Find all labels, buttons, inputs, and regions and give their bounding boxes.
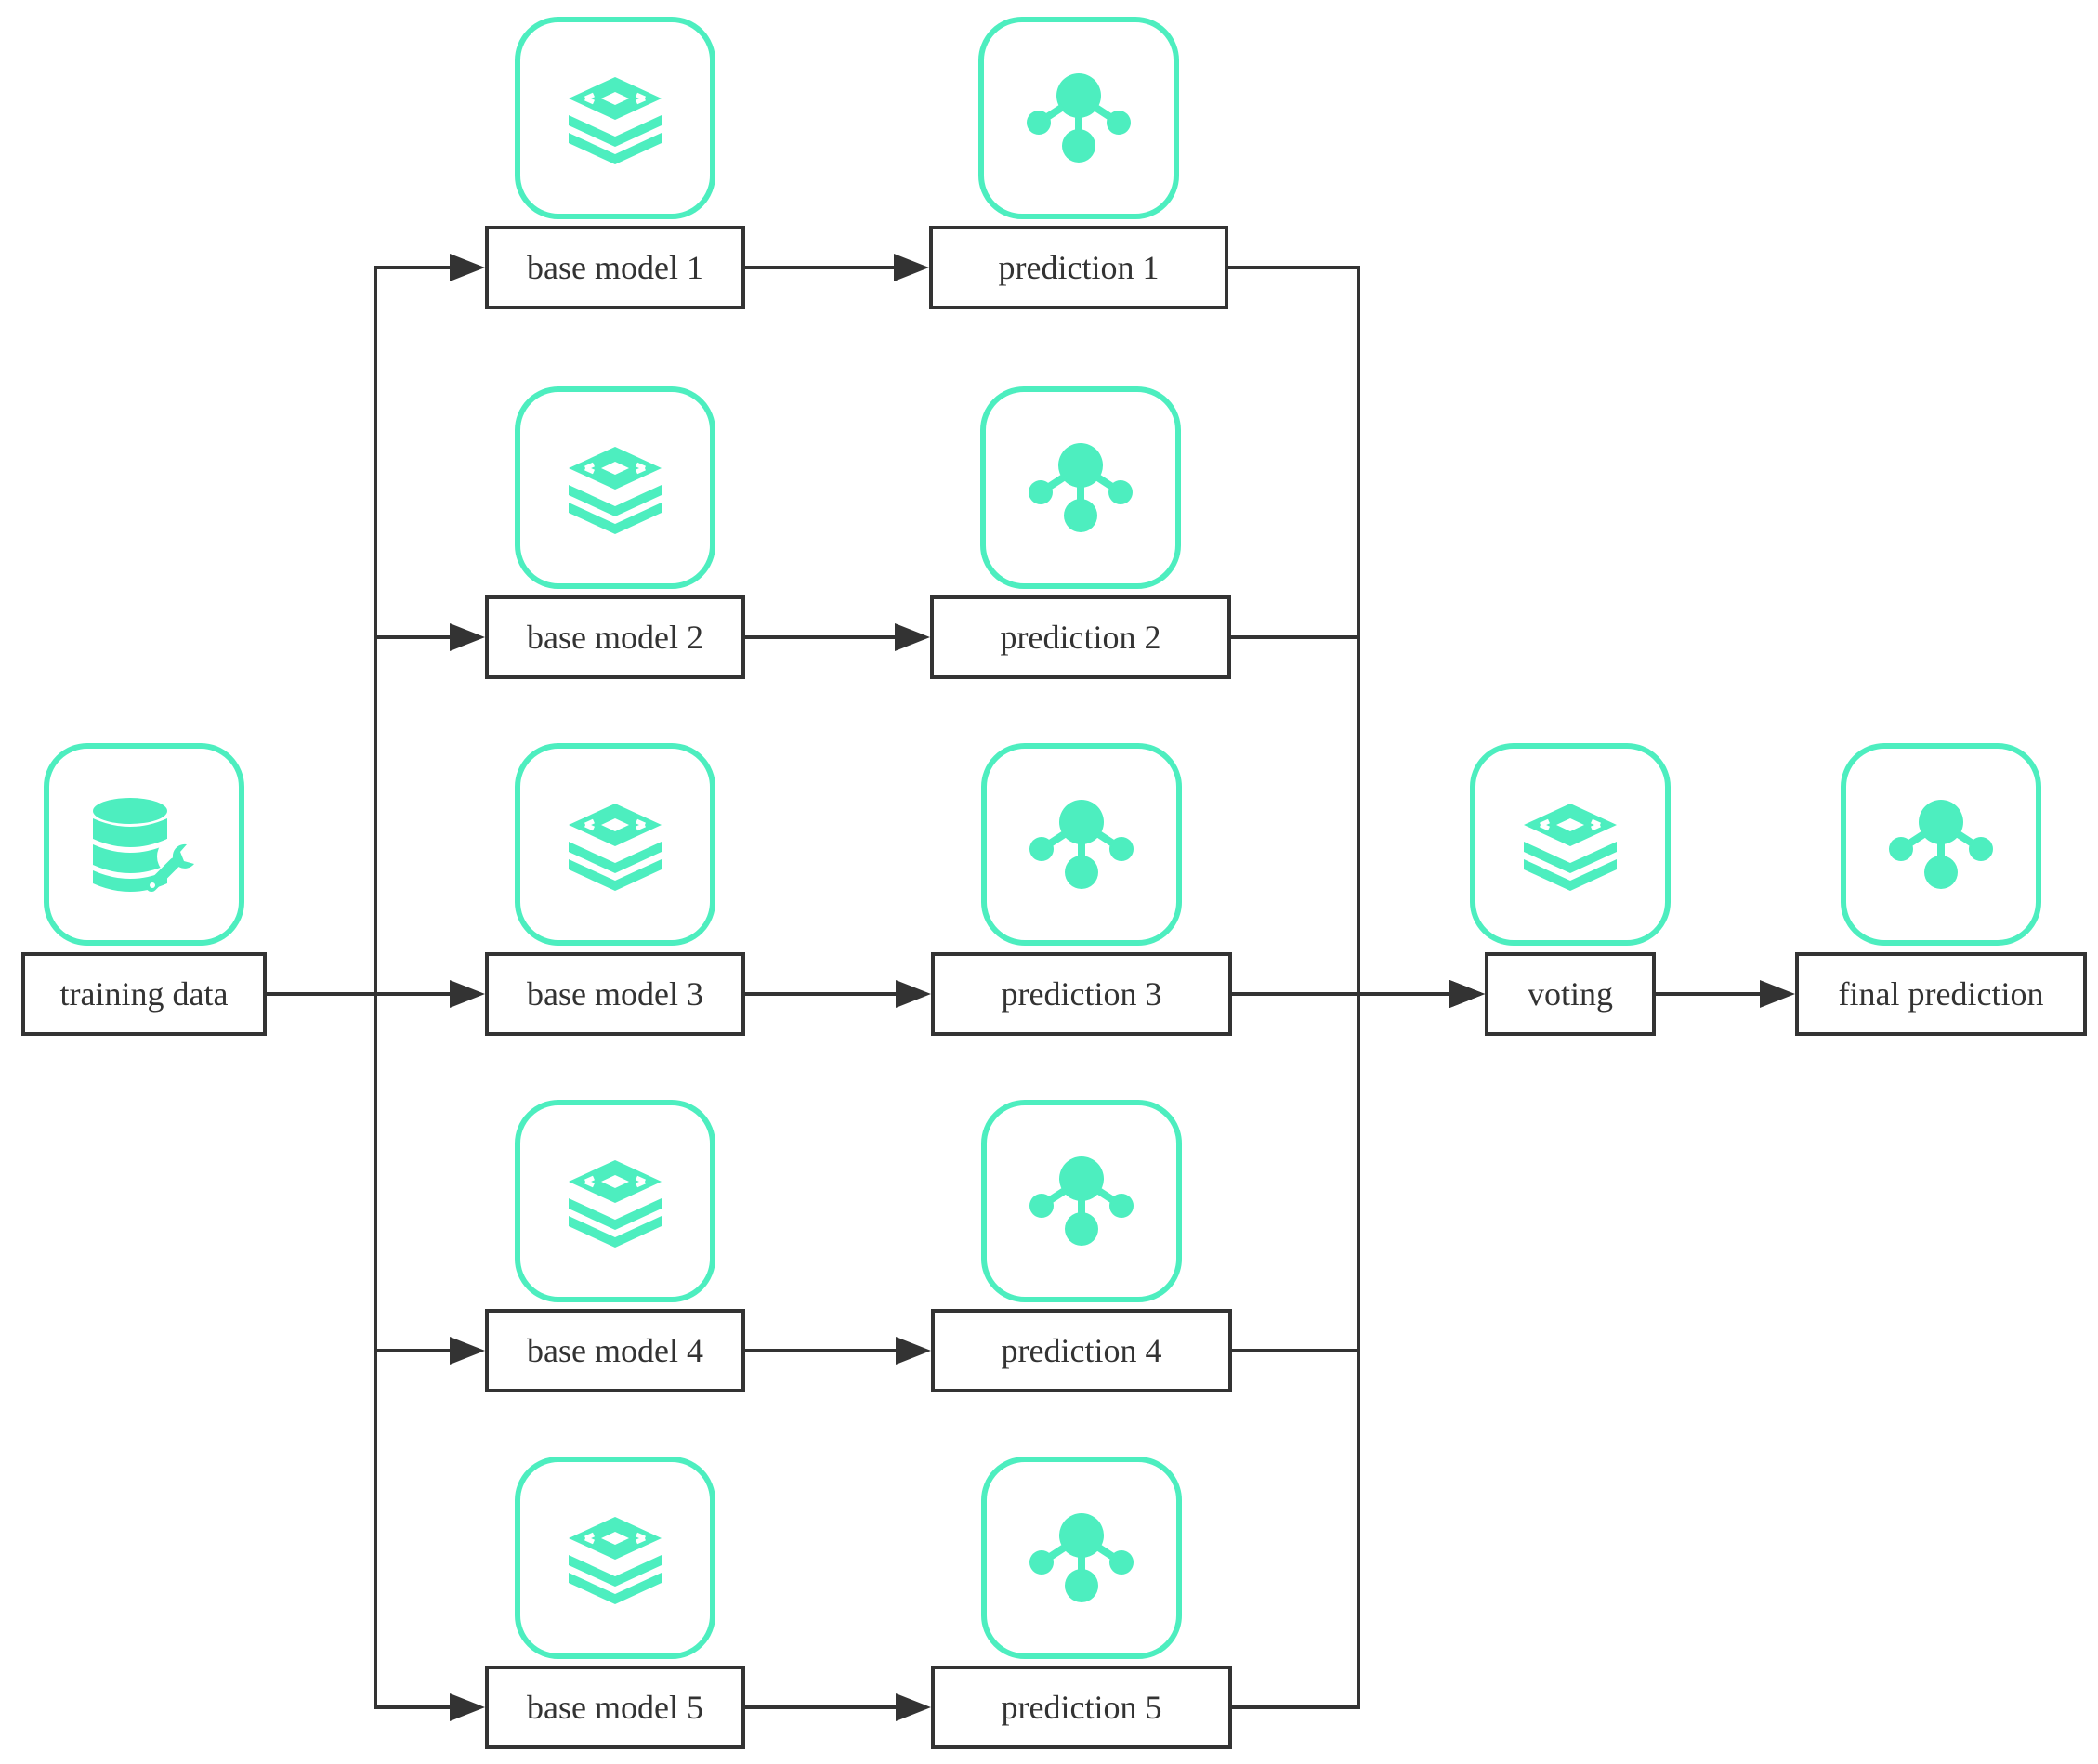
node-label: prediction 2 bbox=[1001, 619, 1161, 656]
edge-line bbox=[265, 992, 457, 1352]
node-voting: voting bbox=[1470, 743, 1671, 1036]
node-training-data: training data bbox=[21, 743, 267, 1036]
node-tree-icon bbox=[981, 1100, 1182, 1302]
node-base-model-5: base model 5 bbox=[485, 1457, 745, 1749]
edge-training-data-to-base-model-2 bbox=[265, 623, 485, 996]
node-box bbox=[931, 1666, 1232, 1749]
node-label: voting bbox=[1528, 975, 1613, 1013]
arrowhead bbox=[450, 623, 485, 651]
edge-base-model-5-to-prediction-5 bbox=[743, 1693, 931, 1721]
node-label: base model 4 bbox=[527, 1332, 703, 1369]
node-label: final prediction bbox=[1839, 975, 2044, 1013]
arrowhead bbox=[450, 1337, 485, 1365]
node-box bbox=[485, 595, 745, 679]
layers-stack-icon bbox=[515, 1457, 715, 1659]
node-prediction-3: prediction 3 bbox=[931, 743, 1232, 1036]
arrowhead bbox=[1449, 980, 1485, 1008]
layers-stack-icon bbox=[515, 17, 715, 219]
node-box bbox=[930, 595, 1231, 679]
arrowhead bbox=[450, 1693, 485, 1721]
node-label: training data bbox=[60, 975, 229, 1013]
arrowhead bbox=[896, 980, 931, 1008]
arrowhead bbox=[896, 1693, 931, 1721]
node-base-model-2: base model 2 bbox=[485, 386, 745, 679]
layers-stack-icon bbox=[515, 743, 715, 946]
node-tree-icon bbox=[981, 1457, 1182, 1659]
edge-voting-to-final-prediction bbox=[1654, 980, 1795, 1008]
node-box bbox=[485, 1309, 745, 1392]
node-final-prediction: final prediction bbox=[1795, 743, 2087, 1036]
edge-line bbox=[1229, 635, 1457, 996]
edge-line bbox=[265, 635, 457, 996]
node-tree-icon bbox=[1841, 743, 2041, 946]
arrowhead bbox=[1760, 980, 1795, 1008]
node-prediction-4: prediction 4 bbox=[931, 1100, 1232, 1392]
node-box bbox=[1795, 952, 2087, 1036]
node-box bbox=[21, 952, 267, 1036]
layers-stack-icon bbox=[1470, 743, 1671, 946]
edge-training-data-to-base-model-5 bbox=[265, 992, 485, 1721]
edge-prediction-2-to-voting bbox=[1229, 635, 1485, 1008]
edge-line bbox=[1230, 992, 1457, 1709]
node-base-model-1: base model 1 bbox=[485, 17, 745, 309]
edges-layer bbox=[265, 254, 1795, 1721]
node-box bbox=[485, 1666, 745, 1749]
layers-stack-icon bbox=[515, 386, 715, 589]
node-box bbox=[1485, 952, 1656, 1036]
node-base-model-3: base model 3 bbox=[485, 743, 745, 1036]
arrowhead bbox=[896, 1337, 931, 1365]
node-label: prediction 5 bbox=[1002, 1689, 1162, 1726]
node-box bbox=[485, 952, 745, 1036]
edge-line bbox=[1230, 992, 1457, 1352]
node-box bbox=[931, 1309, 1232, 1392]
database-wrench-icon bbox=[44, 743, 244, 946]
node-label: base model 2 bbox=[527, 619, 703, 656]
arrowhead bbox=[894, 254, 929, 281]
node-label: base model 3 bbox=[527, 975, 703, 1013]
edge-prediction-5-to-voting bbox=[1230, 980, 1485, 1709]
edge-line bbox=[265, 266, 457, 996]
layers-stack-icon bbox=[515, 1100, 715, 1302]
node-base-model-4: base model 4 bbox=[485, 1100, 745, 1392]
node-label: prediction 3 bbox=[1002, 975, 1162, 1013]
node-tree-icon bbox=[978, 17, 1179, 219]
node-prediction-1: prediction 1 bbox=[929, 17, 1228, 309]
node-label: base model 5 bbox=[527, 1689, 703, 1726]
edge-base-model-1-to-prediction-1 bbox=[743, 254, 929, 281]
arrowhead bbox=[450, 254, 485, 281]
node-tree-icon bbox=[981, 743, 1182, 946]
node-label: prediction 1 bbox=[999, 249, 1160, 286]
edge-line bbox=[1226, 266, 1457, 996]
node-tree-icon bbox=[980, 386, 1181, 589]
node-prediction-2: prediction 2 bbox=[930, 386, 1231, 679]
edge-base-model-4-to-prediction-4 bbox=[743, 1337, 931, 1365]
edge-line bbox=[265, 992, 457, 1709]
node-box bbox=[929, 226, 1228, 309]
node-label: base model 1 bbox=[527, 249, 703, 286]
arrowhead bbox=[895, 623, 930, 651]
nodes-layer: training data base model 1 base model 2 bas… bbox=[21, 17, 2087, 1749]
edge-base-model-2-to-prediction-2 bbox=[743, 623, 930, 651]
node-box bbox=[485, 226, 745, 309]
arrowhead bbox=[450, 980, 485, 1008]
node-prediction-5: prediction 5 bbox=[931, 1457, 1232, 1749]
edge-base-model-3-to-prediction-3 bbox=[743, 980, 931, 1008]
node-box bbox=[931, 952, 1232, 1036]
node-label: prediction 4 bbox=[1002, 1332, 1162, 1369]
